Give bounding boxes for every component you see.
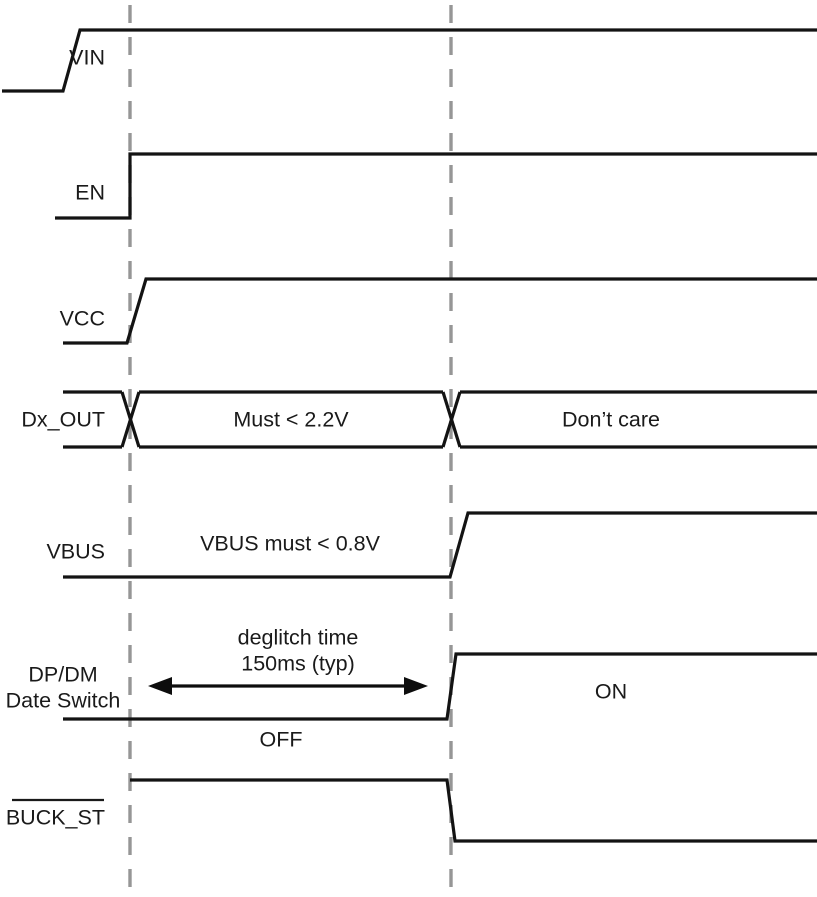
signal-label-en: EN	[75, 181, 105, 205]
annotation-dpdm-on: ON	[595, 680, 627, 704]
waveform-vin	[2, 28, 817, 93]
signal-label-dx-out: Dx_OUT	[21, 408, 105, 432]
signal-label-vbus: VBUS	[46, 540, 105, 564]
deglitch-arrow-head-right	[404, 677, 428, 695]
annotation-deglitch-line1: deglitch time	[238, 626, 359, 650]
signal-label-vin: VIN	[69, 46, 105, 70]
annotation-dx-must: Must < 2.2V	[233, 408, 349, 432]
deglitch-arrow-head-left	[148, 677, 172, 695]
signal-row-dx-out: Dx_OUT Must < 2.2V Don’t care	[21, 390, 817, 449]
bus-dx-cross2-b	[441, 391, 462, 448]
marker-lines	[128, 5, 453, 893]
signal-row-buck-st: BUCK_ST	[6, 778, 817, 843]
annotation-deglitch-line2: 150ms (typ)	[241, 652, 355, 676]
waveform-en	[55, 152, 817, 220]
annotation-dpdm-off: OFF	[260, 728, 303, 752]
annotation-vbus-must: VBUS must < 0.8V	[200, 532, 381, 556]
signal-row-vin: VIN	[2, 28, 817, 93]
signal-row-vcc: VCC	[60, 277, 817, 345]
waveform-dpdm	[63, 652, 817, 721]
bus-dx-cross1-b	[120, 391, 141, 448]
waveform-buck-st	[130, 778, 817, 843]
waveform-vcc	[63, 277, 817, 345]
signal-row-vbus: VBUS VBUS must < 0.8V	[46, 511, 817, 579]
waveform-vbus	[63, 511, 817, 579]
signal-label-dpdm-line2: Date Switch	[6, 689, 121, 713]
signal-label-vcc: VCC	[60, 307, 105, 331]
signal-label-buck-st: BUCK_ST	[6, 806, 105, 830]
signal-row-en: EN	[55, 152, 817, 220]
annotation-dx-dont-care: Don’t care	[562, 408, 660, 432]
signal-row-dpdm: DP/DM Date Switch deglitch time 150ms (t…	[6, 626, 817, 752]
deglitch-measurement-arrow	[148, 677, 428, 695]
signal-label-dpdm-line1: DP/DM	[28, 663, 97, 687]
